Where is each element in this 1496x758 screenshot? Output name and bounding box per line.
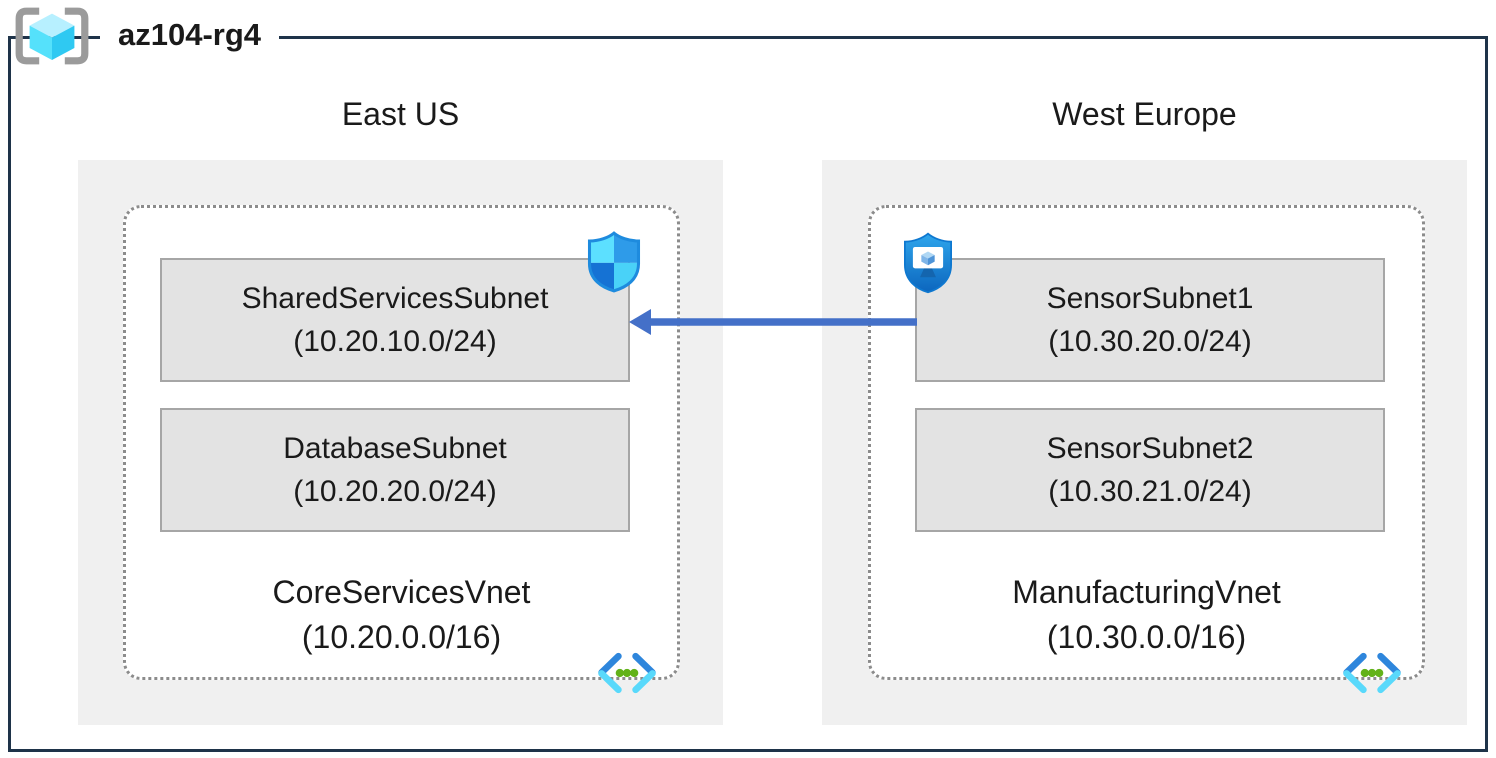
subnet-name: SensorSubnet2: [1046, 432, 1254, 465]
subnet-sharedservicessubnet: SharedServicesSubnet (10.20.10.0/24): [160, 258, 630, 382]
vnet-name: ManufacturingVnet: [1012, 574, 1281, 610]
vnet-label-manufacturingvnet: ManufacturingVnet (10.30.0.0/16): [868, 570, 1425, 660]
subnet-name: SharedServicesSubnet: [241, 282, 549, 315]
subnet-cidr: (10.30.20.0/24): [1048, 325, 1252, 358]
vnet-cidr: (10.20.0.0/16): [301, 619, 502, 655]
subnet-cidr: (10.20.10.0/24): [293, 325, 497, 358]
subnet-name: DatabaseSubnet: [283, 432, 507, 465]
peering-arrow: [629, 309, 917, 335]
vnet-cidr: (10.30.0.0/16): [1046, 619, 1247, 655]
subnet-sensorsubnet1: SensorSubnet1 (10.30.20.0/24): [915, 258, 1385, 382]
subnet-name: SensorSubnet1: [1046, 282, 1254, 315]
virtual-network-icon: [1343, 652, 1401, 694]
subnet-databasesubnet: DatabaseSubnet (10.20.20.0/24): [160, 408, 630, 532]
resource-group-title: az104-rg4: [100, 11, 280, 59]
vnet-label-coreservicesvnet: CoreServicesVnet (10.20.0.0/16): [123, 570, 680, 660]
subnet-sensorsubnet2: SensorSubnet2 (10.30.21.0/24): [915, 408, 1385, 532]
subnet-cidr: (10.20.20.0/24): [293, 475, 497, 508]
region-label-east-us: East US: [341, 96, 460, 132]
network-security-group-shield-icon: [587, 231, 641, 293]
virtual-network-icon: [598, 652, 656, 694]
resource-group-icon: [15, 7, 89, 65]
region-label-west-europe: West Europe: [1052, 96, 1237, 132]
resource-group-frame: [8, 36, 1488, 752]
application-security-group-shield-icon: [904, 232, 952, 294]
vnet-name: CoreServicesVnet: [272, 574, 531, 610]
subnet-cidr: (10.30.21.0/24): [1048, 475, 1252, 508]
